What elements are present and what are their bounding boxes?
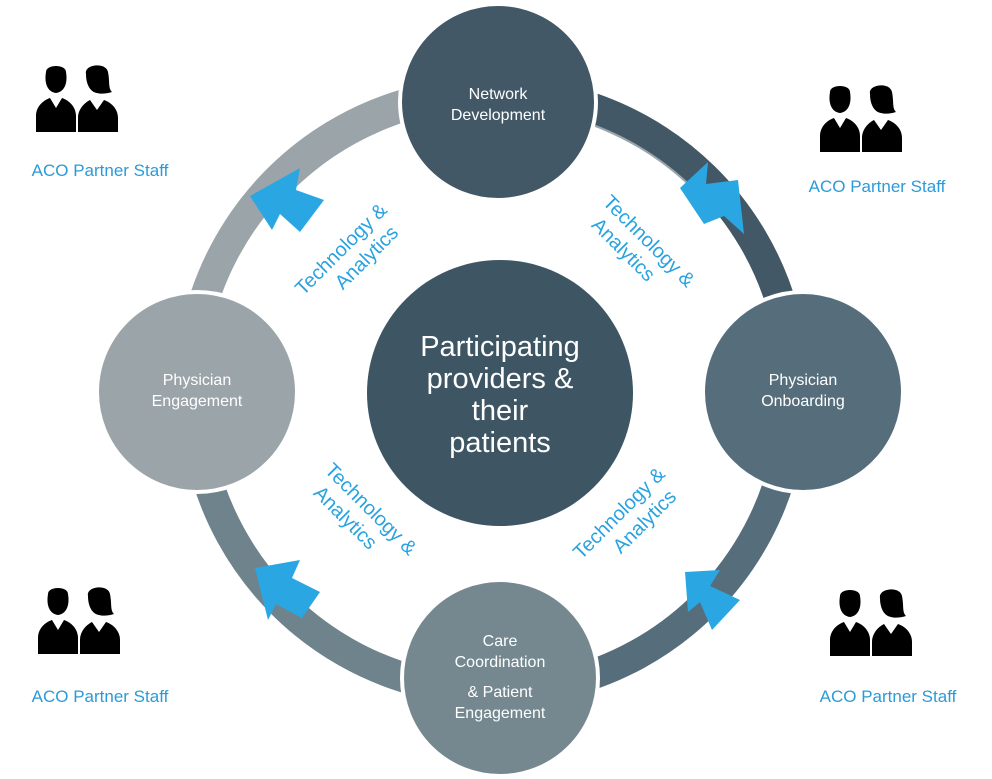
node-care-line-2: Coordination	[455, 654, 546, 671]
node-network-line-2: Development	[451, 107, 546, 124]
node-care-line-3: & Patient	[468, 684, 533, 701]
ring-arc-bottom-left	[187, 456, 424, 697]
node-care-line-1: Care	[483, 633, 518, 650]
staff-bottom-left-label: ACO Partner Staff	[32, 687, 169, 706]
staff-bottom-right: ACO Partner Staff	[820, 589, 957, 706]
center-line-4: patients	[449, 427, 551, 459]
doctors-icon	[36, 65, 118, 132]
node-onboarding-line-1: Physician	[769, 372, 837, 389]
center-line-1: Participating	[420, 331, 580, 363]
doctors-icon	[38, 587, 120, 654]
arrow-bottom-right	[685, 570, 740, 630]
arc-label-top-right: Technology & Analytics	[587, 191, 699, 292]
doctors-icon	[830, 589, 912, 656]
staff-bottom-left: ACO Partner Staff	[32, 587, 169, 706]
center-line-3: their	[472, 395, 529, 427]
node-engagement-line-2: Engagement	[152, 393, 243, 410]
staff-top-right: ACO Partner Staff	[809, 85, 946, 196]
node-care-line-4: Engagement	[455, 705, 546, 722]
node-physician-engagement	[95, 290, 299, 494]
node-network-development	[398, 2, 598, 202]
arrow-bottom-left	[255, 560, 320, 620]
staff-top-right-label: ACO Partner Staff	[809, 177, 946, 196]
center-line-2: providers &	[427, 363, 574, 395]
staff-top-left-label: ACO Partner Staff	[32, 161, 169, 180]
arrow-top-right	[680, 162, 744, 234]
arrow-top-left	[250, 168, 324, 232]
node-care-coordination	[400, 578, 600, 778]
node-engagement-line-1: Physician	[163, 372, 231, 389]
doctors-icon	[820, 85, 902, 152]
node-network-line-1: Network	[469, 86, 529, 103]
staff-top-left: ACO Partner Staff	[32, 65, 169, 180]
center-circle	[367, 260, 633, 526]
staff-bottom-right-label: ACO Partner Staff	[820, 687, 957, 706]
node-physician-onboarding	[701, 290, 905, 494]
node-onboarding-line-2: Onboarding	[761, 393, 845, 410]
